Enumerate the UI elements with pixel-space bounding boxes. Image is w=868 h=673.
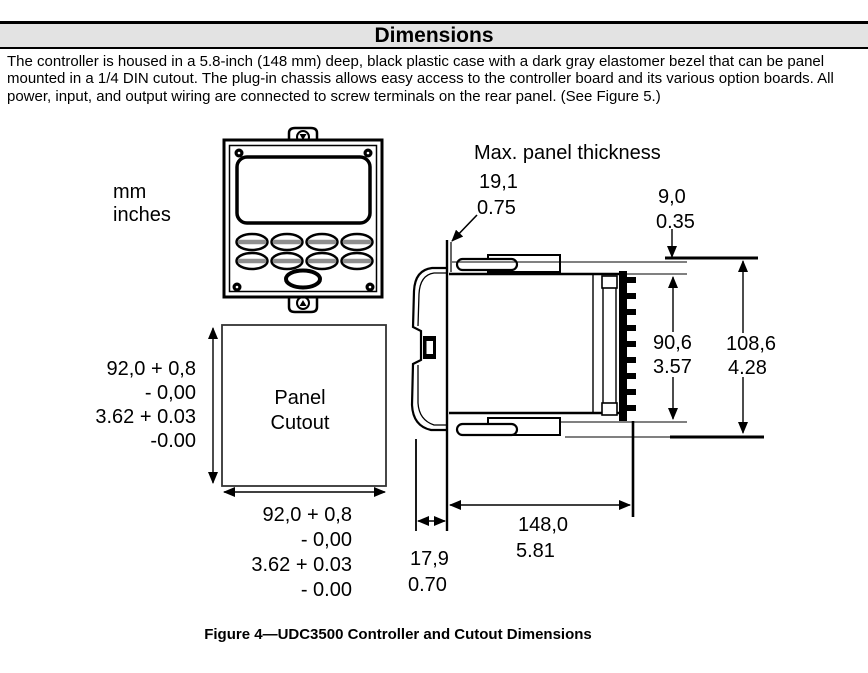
front-bottom-clip-icon bbox=[287, 296, 319, 314]
clip-offset-inches: 0.35 bbox=[656, 211, 695, 233]
keypad-row-2 bbox=[235, 251, 374, 271]
side-bottom-clip-icon bbox=[455, 417, 561, 437]
case-depth-inches: 5.81 bbox=[516, 540, 555, 562]
cutout-width-tolerance: 92,0 + 0,8 - 0,00 3.62 + 0.03 - 0.00 bbox=[251, 504, 352, 601]
svg-text:92,0 + 0,8: 92,0 + 0,8 bbox=[106, 358, 196, 380]
panel-cutout-label-1: Panel bbox=[274, 387, 325, 409]
svg-text:-0.00: -0.00 bbox=[150, 430, 196, 452]
display-window bbox=[235, 155, 372, 225]
svg-text:3.62 + 0.03: 3.62 + 0.03 bbox=[251, 554, 352, 576]
max-panel-thickness-label: Max. panel thickness bbox=[474, 142, 661, 164]
units-label-inches: inches bbox=[113, 204, 171, 226]
overall-height-mm: 108,6 bbox=[726, 333, 776, 355]
svg-text:- 0,00: - 0,00 bbox=[301, 529, 352, 551]
units-label-mm: mm bbox=[113, 181, 146, 203]
side-top-clip-icon bbox=[455, 254, 561, 273]
lower-oval-button bbox=[284, 268, 322, 290]
section-title-bar: Dimensions bbox=[0, 21, 868, 49]
section-title: Dimensions bbox=[374, 24, 494, 47]
corner-screws bbox=[232, 148, 375, 292]
svg-text:3.62 + 0.03: 3.62 + 0.03 bbox=[95, 406, 196, 428]
side-view bbox=[410, 214, 764, 531]
keypad-row-1 bbox=[235, 232, 374, 252]
front-view bbox=[222, 126, 384, 314]
max-panel-thickness-inches: 0.75 bbox=[477, 197, 516, 219]
case-height-inches: 3.57 bbox=[653, 356, 692, 378]
panel-cutout-label-2: Cutout bbox=[271, 412, 330, 434]
panel-cutout-square bbox=[221, 324, 387, 487]
panel-cutout-drawing: Panel Cutout 92,0 + 0,8 - 0,00 3.62 + 0.… bbox=[95, 324, 387, 601]
svg-text:92,0 + 0,8: 92,0 + 0,8 bbox=[262, 504, 352, 526]
terminal-teeth bbox=[619, 271, 636, 421]
svg-text:- 0,00: - 0,00 bbox=[145, 382, 196, 404]
bezel-profile bbox=[410, 266, 447, 432]
svg-text:- 0.00: - 0.00 bbox=[301, 579, 352, 601]
overall-height-inches: 4.28 bbox=[728, 357, 767, 379]
clip-offset-mm: 9,0 bbox=[658, 186, 686, 208]
case-height-mm: 90,6 bbox=[653, 332, 692, 354]
body-paragraph: The controller is housed in a 5.8-inch (… bbox=[7, 53, 834, 105]
cutout-height-tolerance: 92,0 + 0,8 - 0,00 3.62 + 0.03 -0.00 bbox=[95, 358, 196, 452]
bezel-depth-mm: 17,9 bbox=[410, 548, 449, 570]
figure-caption: Figure 4—UDC3500 Controller and Cutout D… bbox=[204, 626, 592, 643]
keypad-buttons bbox=[235, 232, 374, 290]
front-inner-frame bbox=[228, 144, 378, 293]
case-depth-mm: 148,0 bbox=[518, 514, 568, 536]
max-panel-thickness-mm: 19,1 bbox=[479, 171, 518, 193]
panel-thickness-pointer bbox=[451, 214, 478, 242]
bezel-depth-inches: 0.70 bbox=[408, 574, 447, 596]
